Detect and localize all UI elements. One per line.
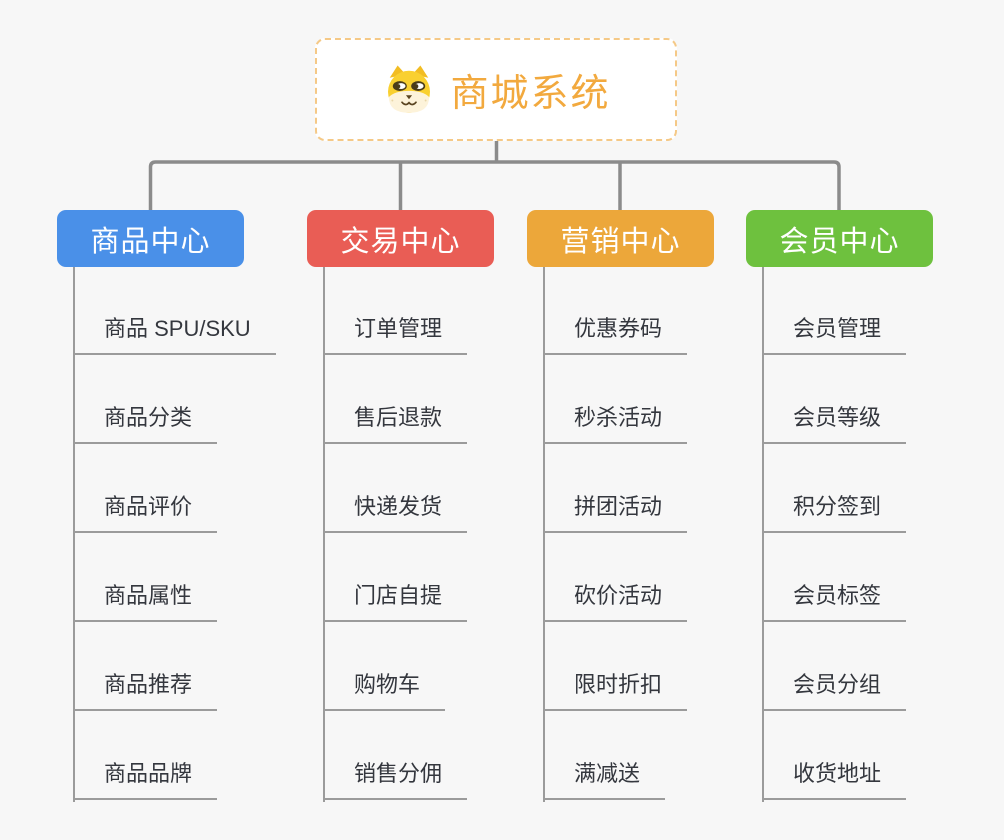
leaf-node[interactable]: 快递发货 <box>323 492 468 533</box>
leaf-node[interactable]: 会员等级 <box>762 403 907 444</box>
leaf-node[interactable]: 优惠券码 <box>543 314 688 355</box>
leaf-node[interactable]: 订单管理 <box>323 314 468 355</box>
leaf-node[interactable]: 商品推荐 <box>73 670 218 711</box>
leaf-node[interactable]: 满减送 <box>543 759 666 800</box>
leaf-node[interactable]: 会员分组 <box>762 670 907 711</box>
branch-spine <box>762 267 764 802</box>
leaf-node[interactable]: 商品分类 <box>73 403 218 444</box>
branch-member-center: 会员中心 会员管理 会员等级 积分签到 会员标签 会员分组 收货地址 <box>746 210 986 802</box>
branch-product-center: 商品中心 商品 SPU/SKU 商品分类 商品评价 商品属性 商品推荐 商品品牌 <box>57 210 297 802</box>
branch-marketing-center: 营销中心 优惠券码 秒杀活动 拼团活动 砍价活动 限时折扣 满减送 <box>527 210 767 802</box>
branch-header-marketing-center[interactable]: 营销中心 <box>527 210 714 267</box>
branch-spine <box>73 267 75 802</box>
leaf-node[interactable]: 商品评价 <box>73 492 218 533</box>
branch-leaves: 商品 SPU/SKU 商品分类 商品评价 商品属性 商品推荐 商品品牌 <box>73 267 276 800</box>
branch-header-member-center[interactable]: 会员中心 <box>746 210 933 267</box>
branch-spine <box>543 267 545 802</box>
doge-face-icon <box>388 65 431 113</box>
branch-header-label: 会员中心 <box>779 225 900 258</box>
leaf-node[interactable]: 购物车 <box>323 670 446 711</box>
leaf-node[interactable]: 秒杀活动 <box>543 403 688 444</box>
branch-trade-center: 交易中心 订单管理 售后退款 快递发货 门店自提 购物车 销售分佣 <box>307 210 547 802</box>
leaf-node[interactable]: 会员管理 <box>762 314 907 355</box>
leaf-node[interactable]: 限时折扣 <box>543 670 688 711</box>
leaf-node[interactable]: 砍价活动 <box>543 581 688 622</box>
leaf-node[interactable]: 拼团活动 <box>543 492 688 533</box>
branch-spine <box>323 267 325 802</box>
leaf-node[interactable]: 收货地址 <box>762 759 907 800</box>
branch-leaves: 优惠券码 秒杀活动 拼团活动 砍价活动 限时折扣 满减送 <box>543 267 688 800</box>
leaf-node[interactable]: 商品属性 <box>73 581 218 622</box>
leaf-node[interactable]: 商品品牌 <box>73 759 218 800</box>
leaf-node[interactable]: 销售分佣 <box>323 759 468 800</box>
branch-header-label: 交易中心 <box>340 225 461 258</box>
root-title: 商城系统 <box>450 73 611 115</box>
branch-header-label: 营销中心 <box>560 225 681 258</box>
root-node[interactable]: 商城系统 <box>315 38 677 141</box>
leaf-node[interactable]: 积分签到 <box>762 492 907 533</box>
branch-header-product-center[interactable]: 商品中心 <box>57 210 244 267</box>
branch-leaves: 会员管理 会员等级 积分签到 会员标签 会员分组 收货地址 <box>762 267 907 800</box>
branch-leaves: 订单管理 售后退款 快递发货 门店自提 购物车 销售分佣 <box>323 267 468 800</box>
leaf-node[interactable]: 门店自提 <box>323 581 468 622</box>
leaf-node[interactable]: 商品 SPU/SKU <box>73 314 276 355</box>
leaf-node[interactable]: 售后退款 <box>323 403 468 444</box>
branch-header-trade-center[interactable]: 交易中心 <box>307 210 494 267</box>
outer-connector-line <box>148 160 841 210</box>
leaf-node[interactable]: 会员标签 <box>762 581 907 622</box>
branch-header-label: 商品中心 <box>90 225 211 258</box>
